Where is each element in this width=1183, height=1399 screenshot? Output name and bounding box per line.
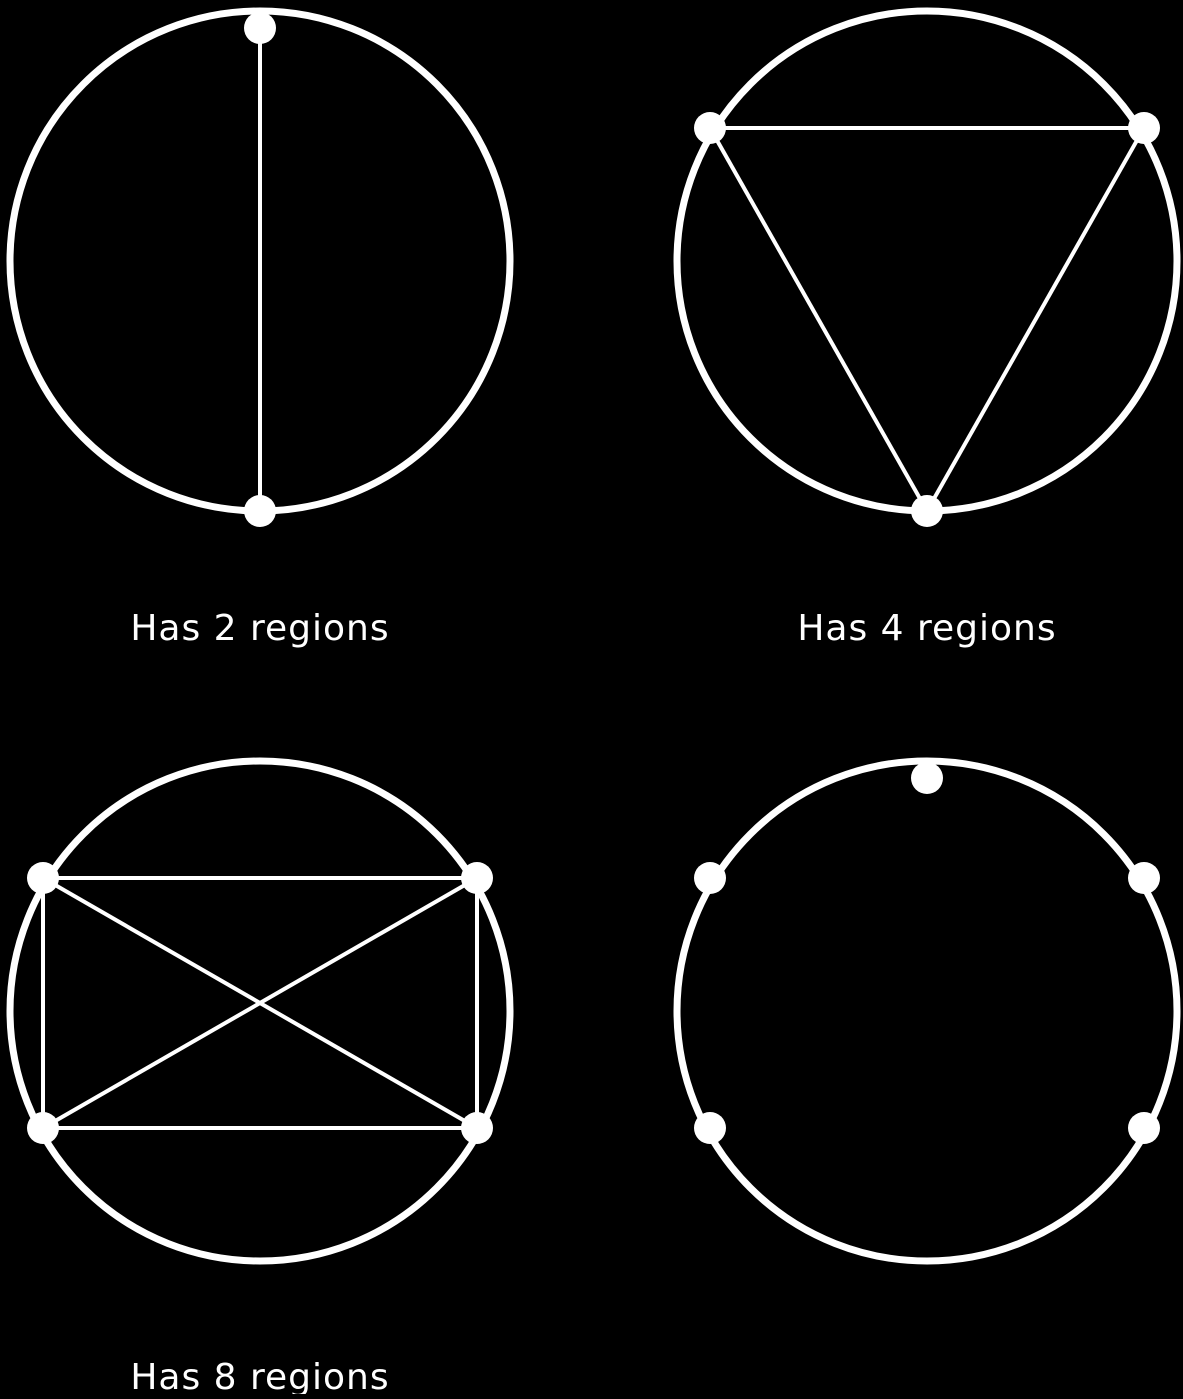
panel-3-chord [42,876,478,1130]
panel-4-point [911,762,943,794]
panel-three-points: Has 4 regions [673,7,1181,649]
panel-3-caption: Has 8 regions [130,1357,389,1394]
panel-1-caption: Has 2 regions [130,608,389,649]
panel-2-chord [708,127,929,512]
panel-1-point [244,495,276,527]
panel-3-circle [6,757,514,1265]
panel-4-point [1128,1112,1160,1144]
panel-2-point [694,112,726,144]
panel-4-point [694,862,726,894]
panel-2-chord [925,127,1146,512]
panel-3-point [461,862,493,894]
panel-3-point [27,862,59,894]
panel-4-point [1128,862,1160,894]
panel-two-points: Has 2 regions [6,7,514,649]
panel-3-point [27,1112,59,1144]
panel-five-points [673,757,1181,1265]
panel-2-point [1128,112,1160,144]
panel-4-point [694,1112,726,1144]
panel-2-point [911,495,943,527]
panel-2-circle [673,7,1181,515]
panel-1-point [244,12,276,44]
panel-3-point [461,1112,493,1144]
panel-4-circle [673,757,1181,1265]
panel-2-caption: Has 4 regions [797,608,1056,649]
panel-four-points: Has 8 regions [6,757,514,1398]
